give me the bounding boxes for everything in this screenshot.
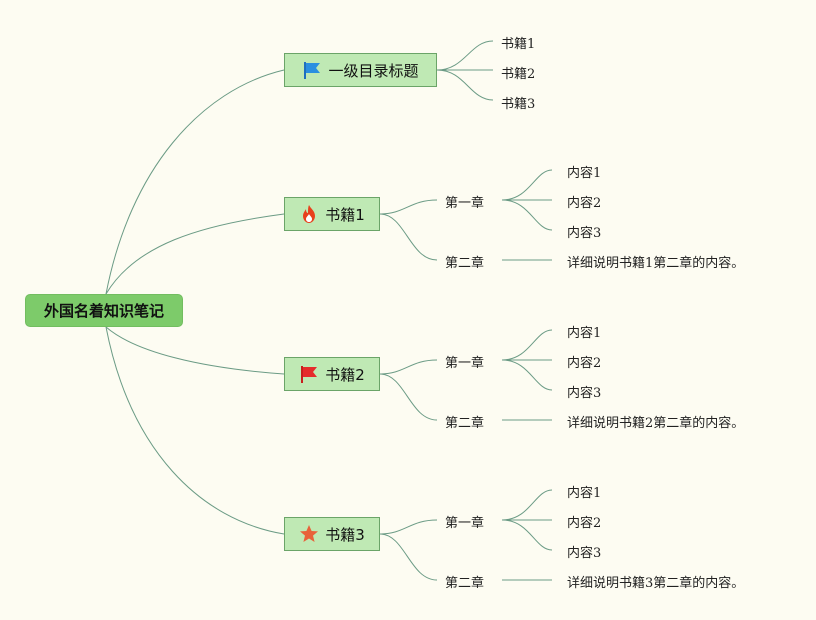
subtopic-book[interactable]: 书籍2 <box>501 67 536 82</box>
blue-flag-icon <box>304 62 321 79</box>
chapter-label[interactable]: 第一章 <box>445 196 485 211</box>
orange-star-icon <box>300 525 319 542</box>
content-item[interactable]: 内容3 <box>567 386 602 401</box>
topic-outline-title[interactable]: 一级目录标题 <box>284 53 437 87</box>
topic-label: 书籍2 <box>325 365 365 384</box>
content-item[interactable]: 详细说明书籍3第二章的内容。 <box>567 576 745 591</box>
content-item[interactable]: 详细说明书籍1第二章的内容。 <box>567 256 745 271</box>
topic-label: 书籍3 <box>325 525 365 544</box>
root-topic-label: 外国名着知识笔记 <box>43 302 164 320</box>
chapter-label[interactable]: 第二章 <box>445 416 485 431</box>
topic-label: 一级目录标题 <box>328 61 419 80</box>
subtopic-book[interactable]: 书籍3 <box>501 97 536 112</box>
topic-book-1[interactable]: 书籍1 <box>284 197 380 231</box>
topic-label: 书籍1 <box>325 205 365 224</box>
chapter-label[interactable]: 第一章 <box>445 516 485 531</box>
red-flag-icon <box>301 366 318 383</box>
content-item[interactable]: 内容2 <box>567 356 602 371</box>
content-item[interactable]: 详细说明书籍2第二章的内容。 <box>567 416 745 431</box>
subtopic-book[interactable]: 书籍1 <box>501 37 536 52</box>
root-topic[interactable]: 外国名着知识笔记 <box>25 294 183 327</box>
content-item[interactable]: 内容1 <box>567 486 602 501</box>
content-item[interactable]: 内容3 <box>567 546 602 561</box>
content-item[interactable]: 内容1 <box>567 326 602 341</box>
fire-icon <box>303 205 316 223</box>
topic-book-2[interactable]: 书籍2 <box>284 357 380 391</box>
topic-book-3[interactable]: 书籍3 <box>284 517 380 551</box>
content-item[interactable]: 内容1 <box>567 166 602 181</box>
chapter-label[interactable]: 第二章 <box>445 576 485 591</box>
chapter-label[interactable]: 第二章 <box>445 256 485 271</box>
content-item[interactable]: 内容3 <box>567 226 602 241</box>
content-item[interactable]: 内容2 <box>567 516 602 531</box>
content-item[interactable]: 内容2 <box>567 196 602 211</box>
chapter-label[interactable]: 第一章 <box>445 356 485 371</box>
